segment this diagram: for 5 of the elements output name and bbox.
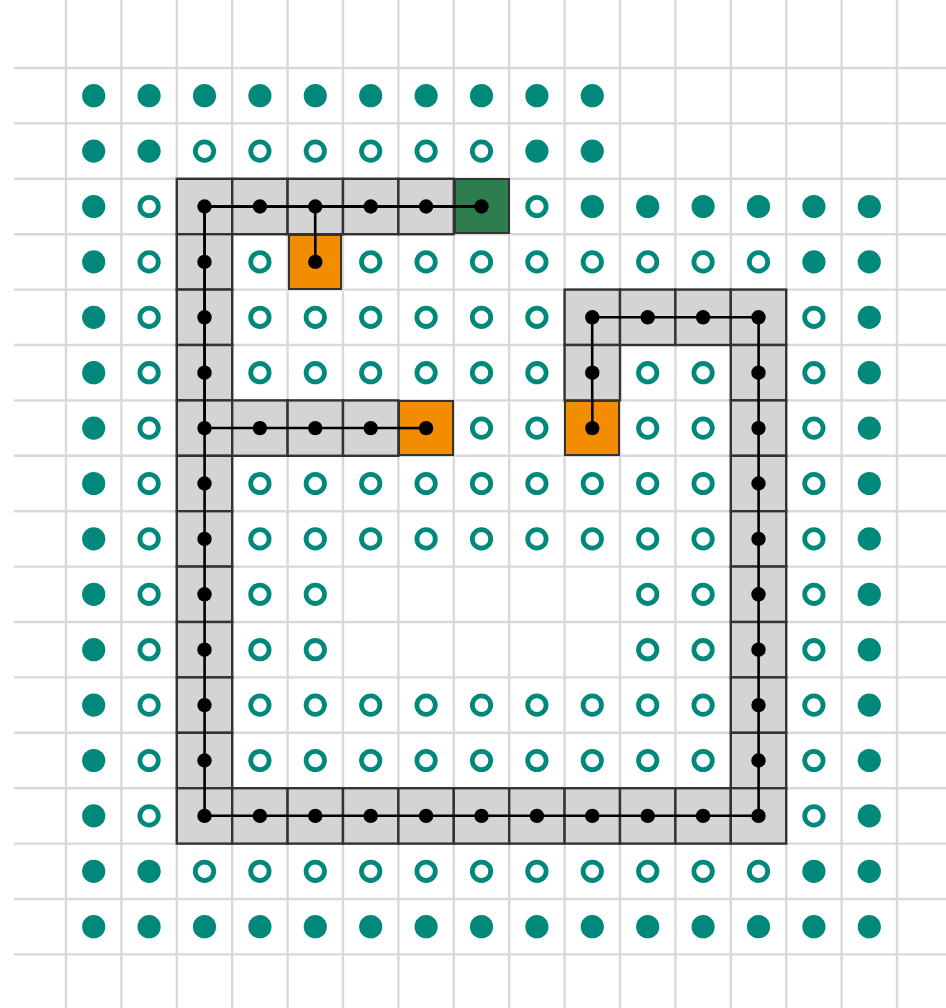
start-square	[453, 178, 510, 235]
connector-line	[203, 205, 760, 818]
goal-square	[398, 400, 454, 456]
goal-square	[287, 234, 343, 290]
goal-square	[564, 400, 620, 456]
